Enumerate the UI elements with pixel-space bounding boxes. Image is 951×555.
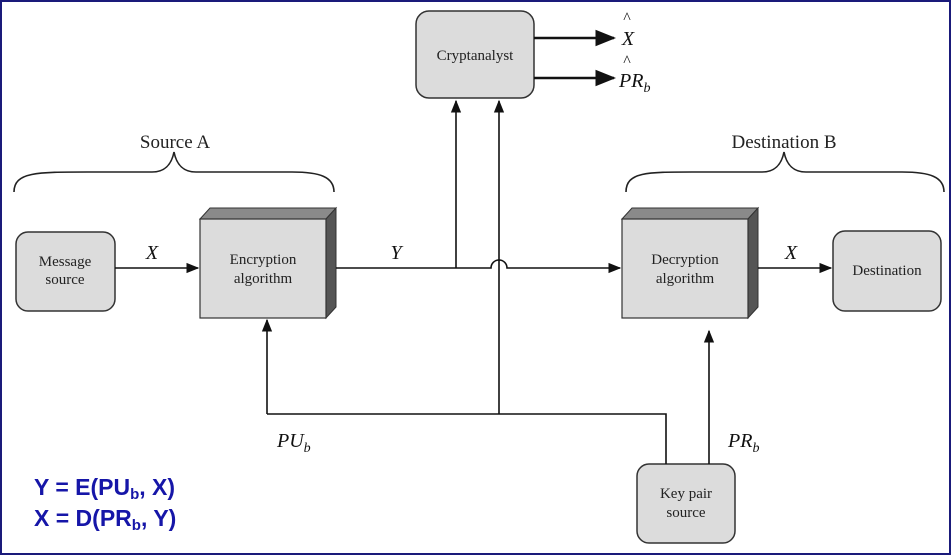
encrypt-equation: Y = E(PUb, X) [34,474,176,503]
hat-pr: ^ [623,53,631,70]
equations-block: Y = E(PUb, X) X = D(PRb, Y) [34,472,176,534]
label-pub-key: PUb [276,430,311,456]
key-pair-line2: source [666,505,705,521]
encryption-algorithm-node: Encryption algorithm [198,206,338,320]
destination-node: Destination [832,230,942,312]
public-key-line [267,413,667,464]
encryption-line1: Encryption [230,252,297,268]
key-pair-line1: Key pair [660,486,712,502]
source-a-label: Source A [140,132,210,153]
arrow-ciphertext [336,259,622,274]
label-estimate-x: X [621,28,635,50]
destination-brace [625,151,945,193]
label-x-out: X [784,242,798,264]
destination-label: Destination [852,263,922,279]
label-estimate-pr: PRb [618,70,650,96]
decryption-line2: algorithm [656,271,715,287]
decryption-algorithm-node: Decryption algorithm [620,206,760,320]
destination-b-label: Destination B [731,132,836,153]
decrypt-equation: X = D(PRb, Y) [34,505,177,534]
source-brace [13,151,335,193]
label-priv-key: PRb [727,430,759,456]
encryption-line2: algorithm [234,271,293,287]
message-source-line1: Message [39,254,92,270]
message-source-line2: source [45,272,84,288]
label-x-in: X [145,242,159,264]
message-source-node: Message source [15,231,116,312]
label-y: Y [390,242,403,264]
decryption-line1: Decryption [651,252,719,268]
key-pair-source-node: Key pair source [636,463,736,544]
cryptanalyst-node: Cryptanalyst [415,10,535,99]
cryptanalyst-label: Cryptanalyst [437,48,514,64]
hat-x: ^ [623,10,631,27]
